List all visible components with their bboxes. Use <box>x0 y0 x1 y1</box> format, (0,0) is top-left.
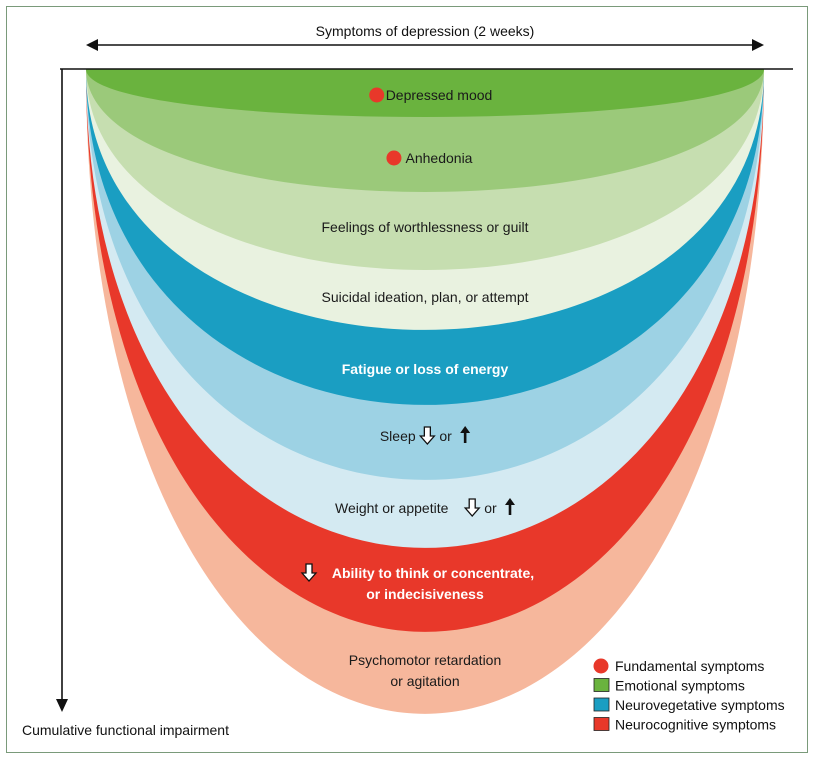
legend-swatch-3 <box>593 717 610 731</box>
legend-swatch-1 <box>593 678 610 692</box>
concentrate-decrease-arrow-icon <box>300 563 318 582</box>
weight-decrease-arrow-icon <box>463 498 481 517</box>
band-label-concentrate-line-2: or indecisiveness <box>366 586 484 602</box>
sleep-decrease-arrow-icon <box>418 426 436 445</box>
y-axis-label: Cumulative functional impairment <box>22 722 229 738</box>
legend-label-3: Neurocognitive symptoms <box>615 717 776 733</box>
band-label-worthlessness: Feelings of worthlessness or guilt <box>322 219 529 235</box>
band-label-weight: Weight or appetite <box>335 500 449 516</box>
fundamental-dot-depressed-mood <box>369 87 385 103</box>
y-axis-arrowhead <box>56 699 68 712</box>
weight-increase-arrow-icon <box>505 498 515 515</box>
sleep-increase-arrow-icon <box>460 426 471 443</box>
band-label-concentrate-line-1: Ability to think or concentrate, <box>332 565 534 581</box>
band-label-depressed-mood: Depressed mood <box>386 87 493 103</box>
timeline-arrow <box>86 39 764 51</box>
band-label-psychomotor-line-1: Psychomotor retardation <box>349 652 502 668</box>
band-label-suicidal: Suicidal ideation, plan, or attempt <box>321 289 528 305</box>
band-label-weight-or: or <box>484 500 497 516</box>
band-label-fatigue: Fatigue or loss of energy <box>342 361 509 377</box>
band-label-sleep-or: or <box>439 428 452 444</box>
legend-label-2: Neurovegetative symptoms <box>615 697 785 713</box>
legend-label-0: Fundamental symptoms <box>615 658 764 674</box>
band-label-sleep: Sleep <box>380 428 416 444</box>
legend-swatch-2 <box>593 697 610 712</box>
timeline-label: Symptoms of depression (2 weeks) <box>316 23 535 39</box>
legend-fundamental-dot <box>593 658 609 674</box>
band-depressed-mood <box>86 69 764 117</box>
band-label-anhedonia: Anhedonia <box>406 150 473 166</box>
band-label-psychomotor-line-2: or agitation <box>390 673 459 689</box>
legend-label-1: Emotional symptoms <box>615 678 745 694</box>
figure-frame <box>6 6 808 753</box>
fundamental-dot-anhedonia <box>386 150 402 166</box>
